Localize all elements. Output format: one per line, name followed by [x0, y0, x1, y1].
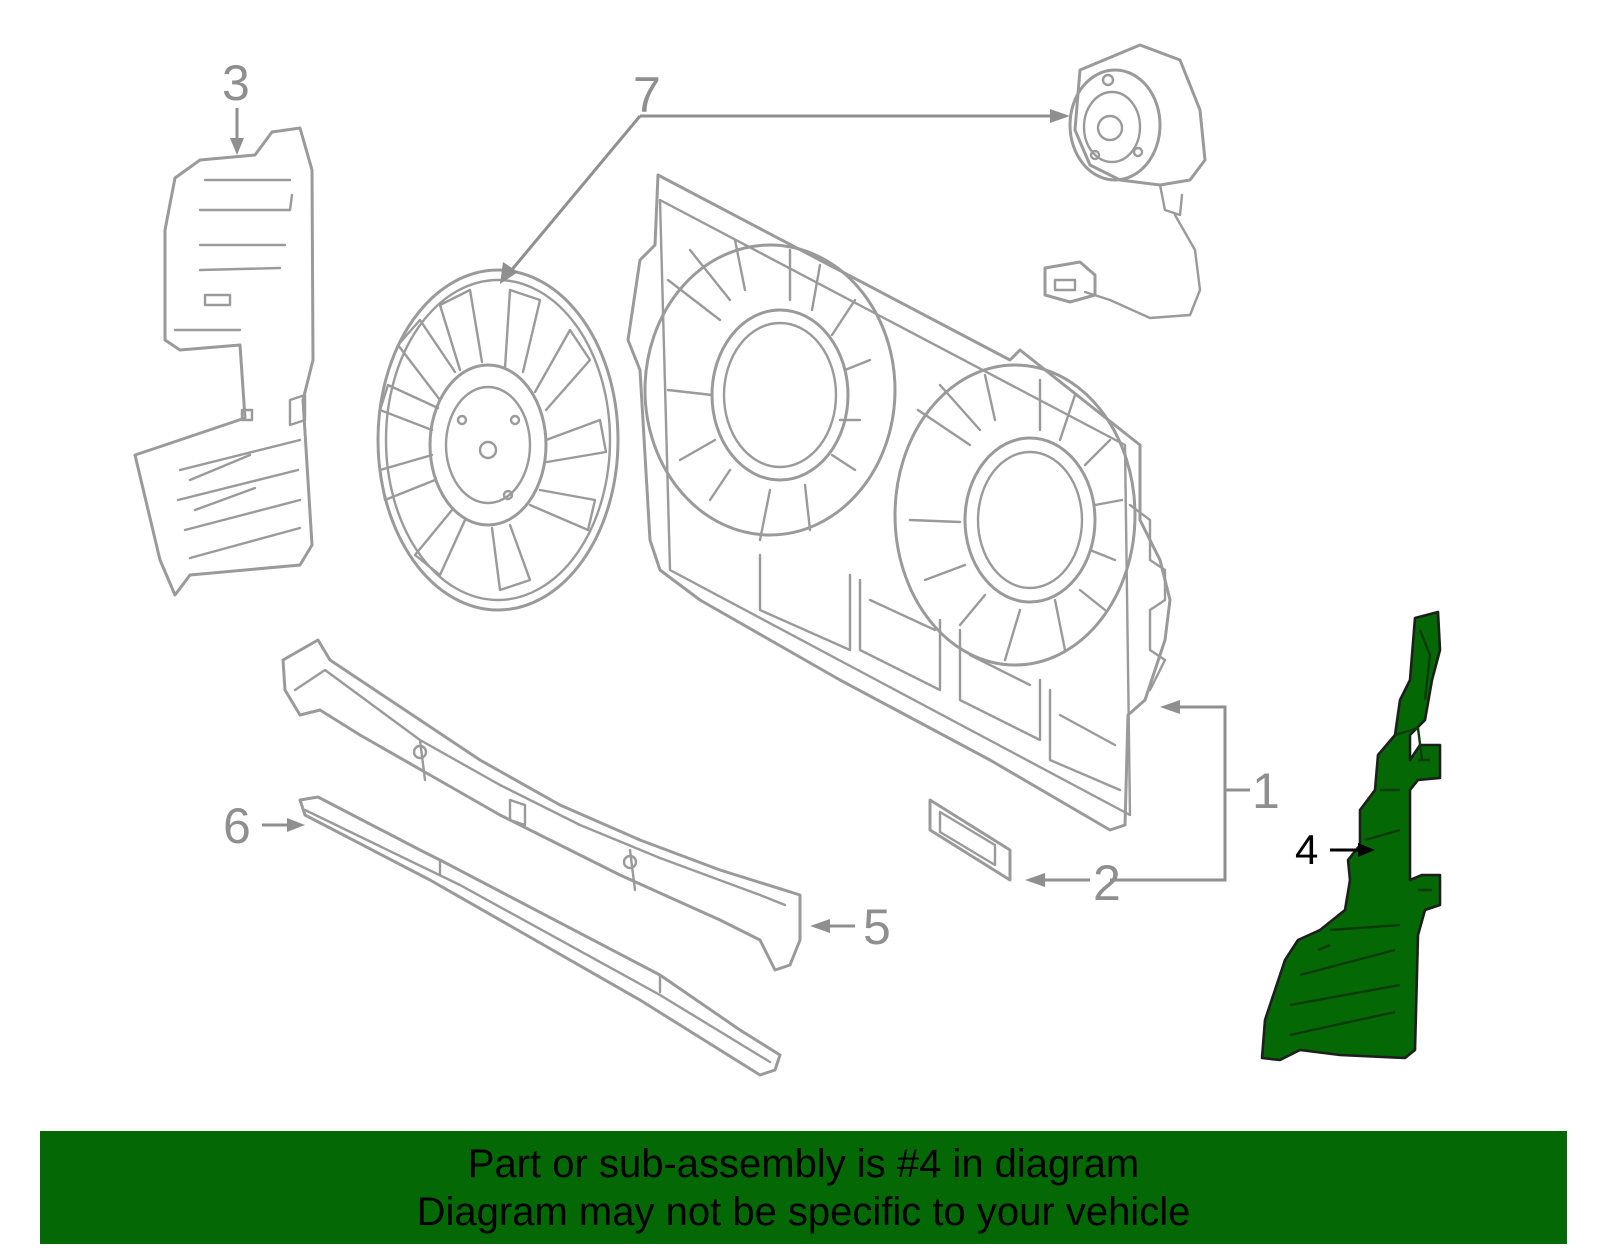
leader-3 [230, 108, 244, 155]
part-3-air-guide-left[interactable] [133, 126, 315, 597]
callout-3[interactable]: 3 [222, 55, 250, 111]
leader-7 [500, 109, 1070, 284]
part-4-air-guide-right-highlighted[interactable] [1260, 610, 1442, 1062]
part-7-fan-blade[interactable] [376, 268, 620, 612]
leader-5 [810, 919, 855, 933]
callout-1[interactable]: 1 [1252, 763, 1280, 819]
part-7-fan-motor[interactable] [1043, 43, 1207, 320]
parts-diagram: 3 7 1 2 5 6 4 [133, 43, 1442, 1077]
callout-4[interactable]: 4 [1295, 826, 1318, 873]
banner-line-part-number: Part or sub-assembly is #4 in diagram [467, 1141, 1140, 1186]
part-2-bracket[interactable] [928, 798, 1012, 882]
info-banner: Part or sub-assembly is #4 in diagram Di… [40, 1131, 1567, 1244]
banner-line-disclaimer: Diagram may not be specific to your vehi… [416, 1189, 1191, 1234]
callout-2[interactable]: 2 [1093, 855, 1121, 911]
part-5-upper-air-guide[interactable] [281, 638, 802, 972]
callout-6[interactable]: 6 [223, 798, 251, 854]
part-6-lower-seal[interactable] [298, 795, 782, 1077]
callout-7[interactable]: 7 [633, 67, 661, 123]
leader-6 [262, 818, 305, 832]
leader-2 [1025, 873, 1090, 887]
callout-5[interactable]: 5 [863, 899, 891, 955]
leader-1 [1110, 700, 1250, 882]
leader-4 [1330, 843, 1375, 857]
part-1-fan-shroud[interactable] [626, 173, 1172, 832]
